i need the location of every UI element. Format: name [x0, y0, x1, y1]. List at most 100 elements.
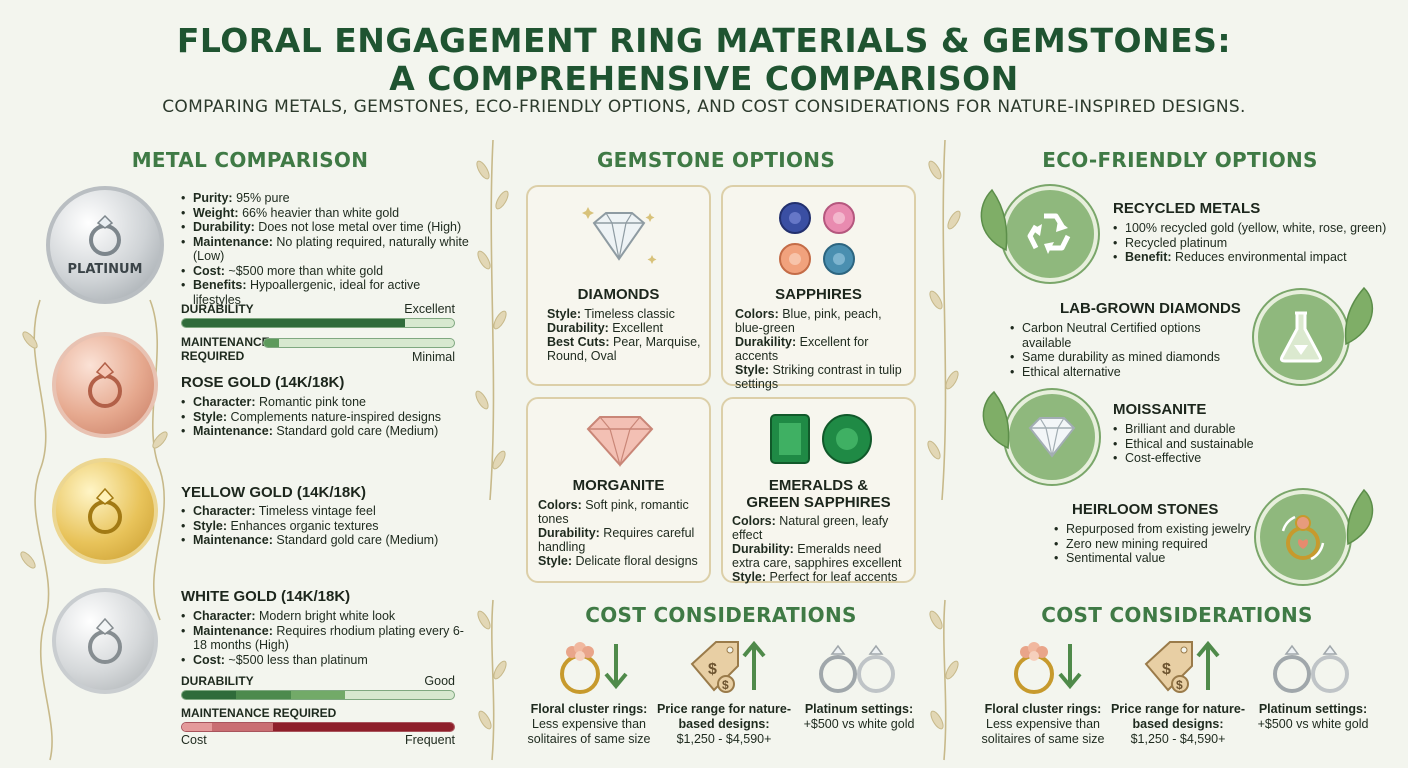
list-item: Character: Romantic pink tone — [181, 395, 471, 410]
lab-grown-title: LAB-GROWN DIAMONDS — [1060, 300, 1241, 317]
morganite-title: MORGANITE — [572, 477, 665, 494]
maintenance-left-label: Cost — [181, 733, 207, 747]
list-item: Zero new mining required — [1054, 537, 1254, 552]
leaf-icon — [1344, 286, 1373, 346]
list-item: Colors: Natural green, leafy effect — [732, 514, 889, 542]
list-item: Ethical alternative — [1010, 365, 1250, 380]
list-item: Purity: 95% pure — [181, 191, 471, 206]
list-item: Carbon Neutral Certified options availab… — [1010, 321, 1250, 350]
lab-grown-details: Carbon Neutral Certified options availab… — [1010, 321, 1250, 379]
flask-icon — [1279, 311, 1323, 363]
cost-considerations-right: Floral cluster rings:Less expensive than… — [978, 634, 1378, 764]
list-item: Style: Delicate floral designs — [538, 554, 698, 568]
list-item: Durability: Excellent — [547, 321, 664, 335]
platinum-maintenance: MAINTENANCE REQUIRED Minimal — [181, 335, 455, 364]
ring-icon — [88, 361, 122, 408]
list-item: Style: Enhances organic textures — [181, 519, 471, 534]
list-item: Maintenance: Standard gold care (Medium) — [181, 533, 471, 548]
ring-icon — [88, 214, 121, 256]
price-tag-up-arrow-icon: $ $ — [690, 640, 766, 693]
rose-gold-title: ROSE GOLD (14K/18K) — [181, 374, 345, 391]
moissanite-circle — [1005, 390, 1099, 484]
diamond-icon — [1028, 417, 1076, 458]
gemstone-options-heading: GEMSTONE OPTIONS — [596, 148, 836, 172]
platinum-label: PLATINUM — [67, 262, 143, 277]
svg-text:$: $ — [1176, 678, 1183, 692]
heirloom-ring-icon — [1281, 515, 1325, 561]
emerald-gems-icon — [770, 414, 872, 464]
recycle-icon — [1027, 213, 1071, 254]
metal-comparison-heading: METAL COMPARISON — [131, 148, 369, 172]
heirloom-title: HEIRLOOM STONES — [1072, 501, 1219, 518]
list-item: Maintenance: Standard gold care (Medium) — [181, 424, 471, 439]
maintenance-label: MAINTENANCE REQUIRED — [181, 706, 337, 720]
maintenance-bar — [263, 338, 455, 348]
rose-gold-medal — [52, 332, 158, 438]
morganite-gem-icon — [586, 416, 654, 468]
ring-icon — [88, 617, 122, 664]
emeralds-title: EMERALDS & GREEN SAPPHIRES — [746, 477, 891, 511]
ring-icon — [88, 487, 122, 534]
heirloom-details: Repurposed from existing jewelry Zero ne… — [1054, 522, 1254, 566]
cost-item-floral-cluster: Floral cluster rings:Less expensive than… — [527, 702, 651, 746]
leaf-icon — [982, 390, 1010, 450]
list-item: Style: Complements nature-inspired desig… — [181, 410, 471, 425]
cost-considerations-heading-right: COST CONSIDERATIONS — [1041, 603, 1313, 627]
diamonds-title: DIAMONDS — [577, 286, 660, 303]
platinum-durability: DURABILITY Excellent — [181, 302, 455, 328]
heirloom-circle — [1256, 490, 1350, 584]
list-item: 100% recycled gold (yellow, white, rose,… — [1113, 221, 1393, 236]
list-item: Colors: Soft pink, romantic tones — [538, 498, 689, 526]
page-title: FLORAL ENGAGEMENT RING MATERIALS & GEMST… — [176, 21, 1232, 60]
emeralds-details: Colors: Natural green, leafy effect Dura… — [732, 514, 912, 584]
floral-ring-down-arrow-icon — [560, 642, 628, 694]
list-item: Durability: Requires careful handling — [538, 526, 695, 554]
moissanite-details: Brilliant and durable Ethical and sustai… — [1113, 422, 1353, 466]
maintenance-bar — [181, 722, 455, 732]
durability-label: DURABILITY — [181, 674, 254, 688]
list-item: Style: Striking contrast in tulip settin… — [735, 363, 902, 391]
white-gold-details: Character: Modern bright white look Main… — [181, 609, 471, 667]
list-item: Durability: Emeralds need extra care, sa… — [732, 542, 902, 570]
durability-label: DURABILITY — [181, 302, 254, 316]
white-gold-title: WHITE GOLD (14K/18K) — [181, 588, 351, 605]
yellow-gold-title: YELLOW GOLD (14K/18K) — [181, 484, 367, 501]
list-item: Recycled platinum — [1113, 236, 1393, 251]
list-item: Colors: Blue, pink, peach, blue-green — [735, 307, 882, 335]
diamonds-card: DIAMONDS Style: Timeless classic Durabil… — [526, 185, 711, 386]
sapphires-title: SAPPHIRES — [775, 286, 862, 303]
durability-bar-fill — [182, 691, 346, 699]
svg-text:$: $ — [1162, 661, 1171, 678]
recycle-circle — [1002, 186, 1098, 282]
lab-flask-circle — [1254, 290, 1348, 384]
durability-bar — [181, 318, 455, 328]
platinum-medal: PLATINUM — [46, 186, 164, 304]
list-item: Character: Modern bright white look — [181, 609, 471, 624]
page-subtitle: COMPARING METALS, GEMSTONES, ECO-FRIENDL… — [162, 97, 1246, 117]
page-title-line2: A COMPREHENSIVE COMPARISON — [389, 59, 1019, 98]
emeralds-card: EMERALDS & GREEN SAPPHIRES Colors: Natur… — [721, 397, 916, 584]
rose-gold-details: Character: Romantic pink tone Style: Com… — [181, 395, 471, 439]
recycled-metals-title: RECYCLED METALS — [1113, 200, 1261, 217]
list-item: Style: Perfect for leaf accents — [732, 570, 898, 584]
list-item: Cost: ~$500 less than platinum — [181, 653, 471, 668]
list-item: Weight: 66% heavier than white gold — [181, 206, 471, 221]
sapphires-details: Colors: Blue, pink, peach, blue-green Du… — [735, 307, 910, 391]
cost-considerations-middle: Floral cluster rings:Less expensive than… — [524, 634, 924, 764]
list-item: Maintenance: No plating required, natura… — [181, 235, 471, 264]
list-item: Maintenance: Requires rhodium plating ev… — [181, 624, 471, 653]
list-item: Brilliant and durable — [1113, 422, 1353, 437]
cost-item-price-range: Price range for nature-based designs:$1,… — [1110, 702, 1246, 746]
diamonds-details: Style: Timeless classic Durability: Exce… — [547, 307, 707, 363]
price-tag-up-arrow-icon: $ $ — [1144, 640, 1220, 693]
white-gold-durability: DURABILITY Good — [181, 674, 455, 700]
maintenance-bar-fill — [264, 339, 280, 347]
morganite-card: MORGANITE Colors: Soft pink, romantic to… — [526, 397, 711, 583]
cost-item-platinum-settings: Platinum settings:+$500 vs white gold — [803, 702, 915, 731]
moissanite-title: MOISSANITE — [1113, 401, 1207, 418]
list-item: Benefits: Hypoallergenic, ideal for acti… — [181, 278, 471, 307]
durability-bar-fill — [182, 319, 406, 327]
maintenance-label: MAINTENANCE REQUIRED — [181, 335, 270, 363]
svg-text:$: $ — [708, 661, 717, 678]
